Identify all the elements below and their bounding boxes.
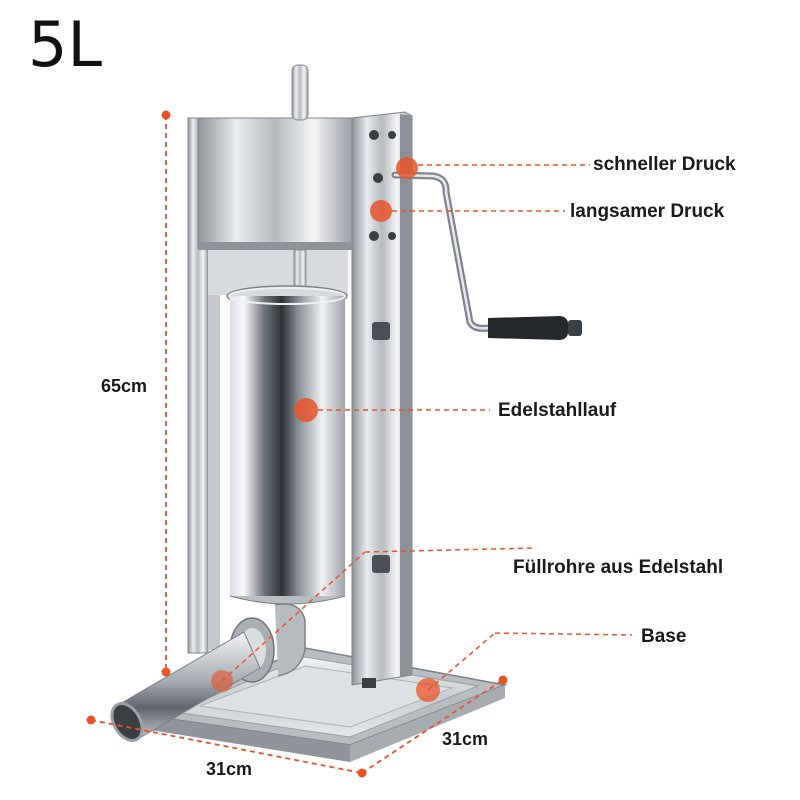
filling-tube	[110, 603, 306, 742]
right-upright	[351, 111, 413, 688]
height-dimension-line	[161, 110, 171, 677]
stainless-barrel	[226, 285, 348, 605]
base-callout	[416, 632, 633, 702]
slow-pressure-label: langsamer Druck	[570, 201, 725, 222]
filling-tubes-label: Füllrohre aus Edelstahl	[513, 557, 724, 578]
depth-dimension-label: 31cm	[442, 729, 489, 749]
barrel-callout	[294, 398, 490, 422]
depth-dimension-line	[361, 675, 508, 774]
barrel-label: Edelstahllauf	[498, 400, 617, 421]
capacity-title: 5L	[28, 8, 102, 81]
width-dimension-label: 31cm	[206, 759, 253, 779]
slow-pressure-callout	[370, 200, 565, 222]
filling-tube-callout	[211, 547, 536, 692]
fast-pressure-label: schneller Druck	[593, 154, 736, 175]
crank-handle	[391, 171, 582, 340]
gearbox-housing	[197, 117, 353, 295]
left-upright	[187, 117, 220, 654]
fast-pressure-callout	[396, 157, 590, 179]
height-dimension-label: 65cm	[101, 376, 148, 396]
base-label: Base	[641, 626, 687, 647]
